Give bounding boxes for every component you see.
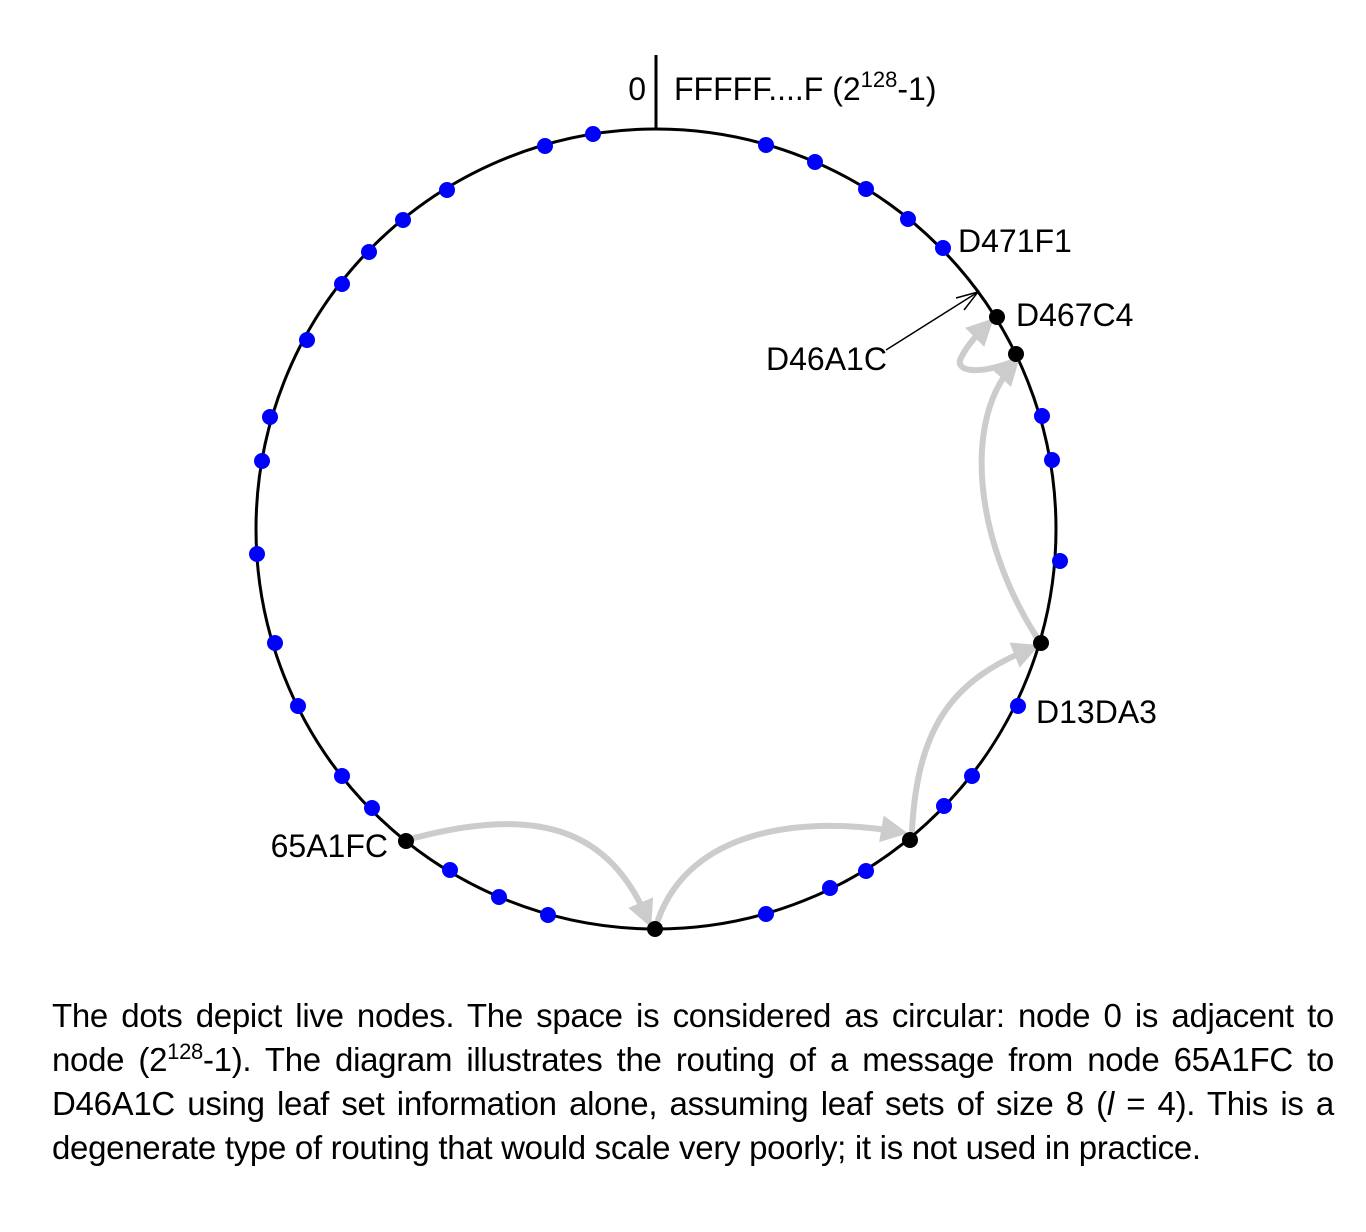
live-node-dot	[858, 863, 874, 879]
node-65a1fc	[398, 833, 414, 849]
live-node-dot	[439, 182, 455, 198]
caption-l-symbol: l	[1106, 1085, 1114, 1122]
label-d467c4: D467C4	[1016, 297, 1133, 333]
live-node-dot	[585, 126, 601, 142]
route-hop-3	[909, 642, 1040, 833]
d46a1c-pointer-head	[955, 290, 980, 311]
max-id-label-suffix: -1)	[897, 71, 936, 107]
max-id-label: FFFFF....F (2128-1)	[674, 67, 936, 107]
route-nodes	[398, 309, 1049, 937]
live-node-dot	[491, 889, 507, 905]
caption-part-1: The dots depict live nodes. The space is…	[52, 997, 1334, 1078]
live-node-dot	[900, 211, 916, 227]
live-nodes	[249, 126, 1068, 923]
node-d13da3	[1033, 635, 1049, 651]
live-node-dot	[822, 880, 838, 896]
live-node-dot	[442, 862, 458, 878]
live-node-dot	[334, 768, 350, 784]
live-node-dot	[936, 798, 952, 814]
live-node-dot	[249, 546, 265, 562]
node-route-near-target	[1008, 346, 1024, 362]
label-d46a1c: D46A1C	[766, 341, 887, 377]
caption-part-2: -1). The diagram illustrates the routing…	[52, 1041, 1334, 1122]
live-node-dot	[254, 453, 270, 469]
route-hop-5	[957, 318, 1015, 374]
live-node-dot	[540, 907, 556, 923]
live-node-dot	[758, 137, 774, 153]
label-d471f1: D471F1	[958, 223, 1072, 259]
live-node-dot	[334, 276, 350, 292]
live-node-dot	[395, 212, 411, 228]
max-id-label-exponent: 128	[861, 67, 898, 92]
route-hop-2	[655, 815, 908, 923]
route-hop-1	[411, 821, 654, 928]
live-node-dot	[290, 698, 306, 714]
live-node-dot	[299, 332, 315, 348]
live-node-dot	[758, 906, 774, 922]
live-node-dot	[537, 138, 553, 154]
label-d13da3: D13DA3	[1036, 694, 1157, 730]
caption-part-3: = 4). This is a degenerate type of routi…	[52, 1085, 1334, 1166]
pastry-ring-diagram: 0 FFFFF....F (2128-1) D471F1 D467C4 D46A…	[249, 55, 1157, 937]
live-node-dot	[262, 409, 278, 425]
label-65a1fc: 65A1FC	[271, 828, 388, 864]
node-route-mid	[902, 832, 918, 848]
live-node-dot	[807, 154, 823, 170]
route-arrows	[411, 318, 1040, 928]
live-node-dot	[964, 768, 980, 784]
d46a1c-pointer-line	[885, 291, 979, 351]
zero-label: 0	[628, 71, 646, 107]
caption-exponent: 128	[167, 1039, 203, 1064]
live-node-dot	[267, 635, 283, 651]
live-node-dot	[1044, 452, 1060, 468]
live-node-dot	[1034, 408, 1050, 424]
live-node-dot	[1010, 698, 1026, 714]
live-node-dot	[364, 800, 380, 816]
live-node-dot	[361, 244, 377, 260]
live-node-dot	[858, 181, 874, 197]
route-hop-4	[978, 358, 1039, 639]
live-node-dot	[935, 240, 951, 256]
node-bottom	[647, 921, 663, 937]
figure-caption: The dots depict live nodes. The space is…	[52, 994, 1334, 1170]
max-id-label-prefix: FFFFF....F (2	[674, 71, 861, 107]
live-node-dot	[1052, 553, 1068, 569]
node-d467c4	[989, 309, 1005, 325]
